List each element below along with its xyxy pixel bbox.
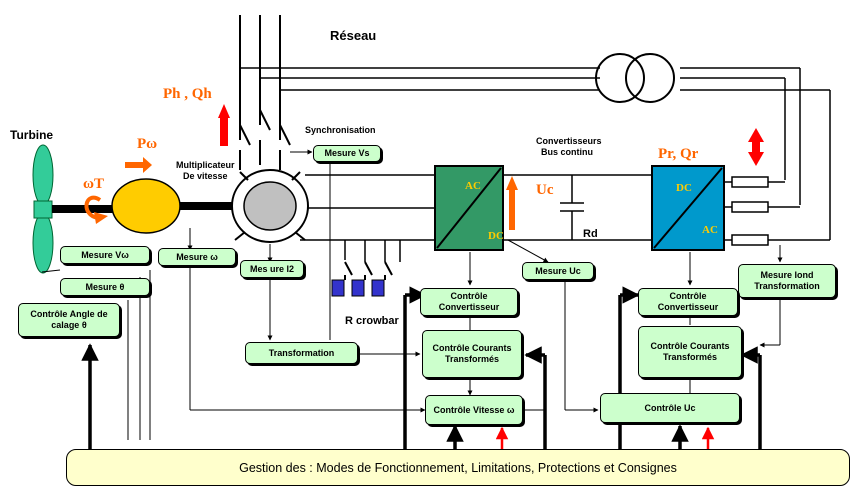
dc-left-label: DC [488,230,504,242]
pr-qr-arrow-icon [748,128,764,166]
bus-continu-label: Bus continu [541,147,593,157]
synchronisation-label: Synchronisation [305,125,376,135]
convertisseurs-label: Convertisseurs [536,136,602,146]
rotation-arrow-icon [84,195,102,220]
gearbox-shaft [180,202,235,210]
inductor-icon [731,176,769,246]
mesure-iond-box: Mesure Iond Transformation [738,264,836,298]
controle-uc-box: Contrôle Uc [600,393,740,423]
ac-right-label: AC [702,224,718,236]
controle-angle-box: Contrôle Angle de calage θ [18,303,120,337]
mesure-i2-box: Mes ure I2 [240,260,304,278]
p-omega-label: Pω [137,136,158,152]
uc-label: Uc [536,182,554,198]
gestion-panel: Gestion des : Modes de Fonctionnement, L… [66,449,850,486]
synchronisation-switch-icon [239,109,291,170]
de-vitesse-label: De vitesse [183,171,228,181]
uc-arrow-icon [506,176,518,230]
controle-convertisseur-right-box: Contrôle Convertisseur [638,288,738,316]
transformer-icon [595,53,675,103]
p-omega-arrow-icon [125,157,152,173]
rotor-circuit-lines [300,174,435,262]
dc-right-label: DC [676,182,692,194]
controle-convertisseur-left-box: Contrôle Convertisseur [420,288,518,316]
mesure-uc-box: Mesure Uc [522,262,594,280]
turbine-blade-icon [32,144,54,274]
controle-courants-left-box: Contrôle Courants Transformés [422,330,522,378]
reseau-label: Réseau [330,28,377,43]
mesure-theta-box: Mesure θ [60,278,150,296]
omega-t-label: ωT [83,176,104,192]
ph-qh-arrow-icon [218,104,230,146]
converter-dc-ac-icon [651,165,725,251]
converter-ac-dc-icon [434,165,504,251]
crowbar-resistor-icon [331,279,385,297]
ph-qh-label: Ph , Qh [163,86,212,102]
controle-vitesse-box: Contrôle Vitesse ω [425,395,523,425]
setpoint-arrows [495,426,715,449]
rotation-arrowhead-icon [94,212,108,224]
generator-icon [231,169,309,243]
hub-icon [111,178,181,234]
multiplicateur-label: Multiplicateur [176,160,235,170]
mesure-omega-box: Mesure ω [158,248,236,266]
dc-bus-lines [503,174,652,241]
ac-left-label: AC [465,180,481,192]
controle-courants-right-box: Contrôle Courants Transformés [638,326,742,378]
vertical-feedback-lines [467,380,691,411]
rd-label: Rd [583,228,598,240]
pr-qr-label: Pr, Qr [658,146,699,162]
signal-lines [41,149,783,440]
converter-output-lines [724,181,830,241]
mesure-vw-box: Mesure Vω [60,246,150,264]
crowbar-switch-icon [344,261,393,280]
r-crowbar-label: R crowbar [345,315,399,327]
transformation-box: Transformation [245,342,358,364]
turbine-label: Turbine [10,128,54,142]
mesure-vs-box: Mesure Vs [313,145,381,162]
grid-bus-lines [240,67,831,240]
